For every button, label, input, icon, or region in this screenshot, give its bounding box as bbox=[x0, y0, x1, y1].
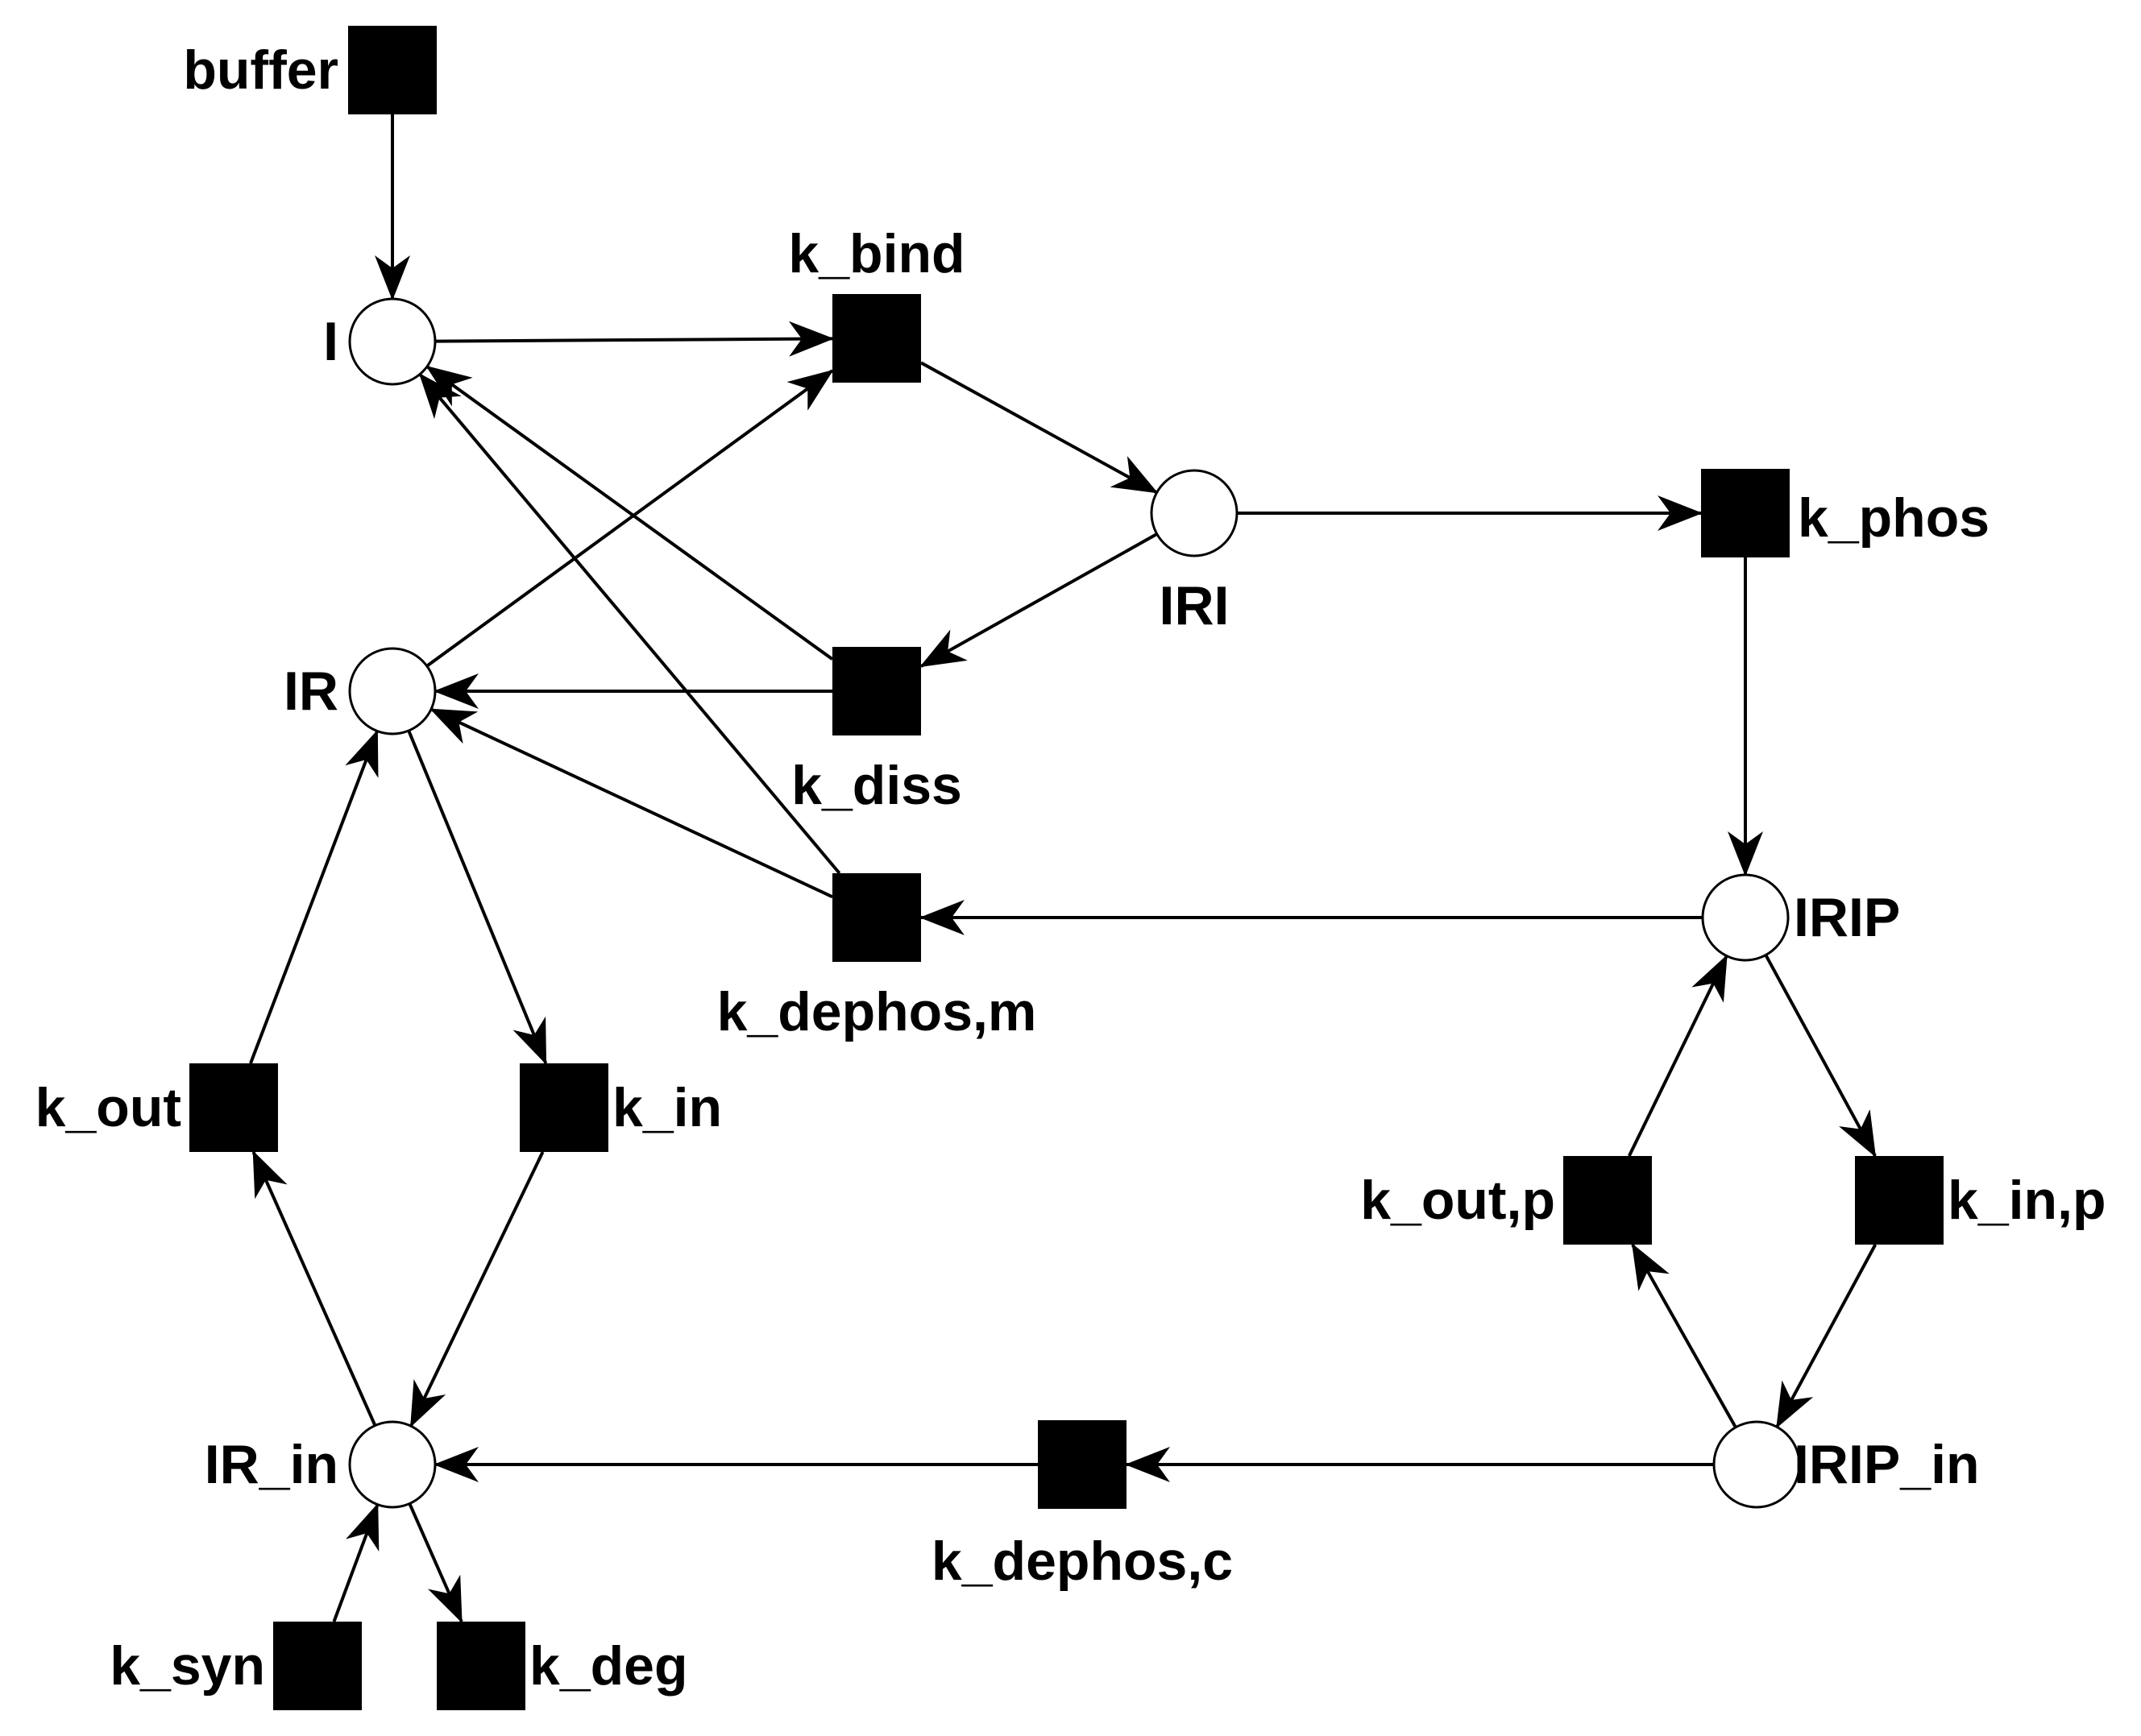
label-ir-in: IR_in bbox=[205, 1434, 338, 1495]
arc-k-diss-to-i bbox=[425, 365, 834, 661]
transition-k-syn bbox=[273, 1622, 362, 1710]
place-i bbox=[348, 297, 437, 386]
arc-ir-in-to-k-out bbox=[251, 1150, 377, 1427]
label-ir: IR bbox=[284, 661, 338, 722]
transition-k-dephos-c bbox=[1038, 1420, 1127, 1509]
arc-ir-to-k-bind bbox=[425, 369, 834, 668]
label-buffer: buffer bbox=[183, 39, 338, 101]
label-i: I bbox=[323, 311, 338, 372]
label-k-dephos-c: k_dephos,c bbox=[932, 1531, 1233, 1592]
label-k-diss: k_diss bbox=[791, 755, 962, 816]
arc-irip-in-to-k-out-p bbox=[1631, 1243, 1737, 1428]
label-k-deg: k_deg bbox=[529, 1635, 688, 1697]
place-irip bbox=[1701, 873, 1790, 962]
transition-k-deg bbox=[437, 1622, 525, 1710]
transition-k-phos bbox=[1701, 469, 1790, 557]
label-irip: IRIP bbox=[1794, 887, 1900, 948]
transition-buffer bbox=[348, 26, 437, 114]
transition-k-out-p bbox=[1563, 1156, 1652, 1245]
arcs-layer bbox=[249, 114, 1878, 1623]
place-iri bbox=[1150, 469, 1239, 557]
arc-k-bind-to-iri bbox=[920, 361, 1159, 495]
labels-layer: I IRI IR IRIP IR_in IRIP_in buffer k_bind k_phos… bbox=[35, 39, 2106, 1697]
transition-k-out bbox=[189, 1063, 278, 1152]
label-k-syn: k_syn bbox=[110, 1635, 265, 1697]
place-ir bbox=[348, 647, 437, 735]
arc-ir-in-to-k-deg bbox=[408, 1502, 463, 1623]
arc-k-syn-to-ir-in bbox=[332, 1502, 380, 1622]
transition-k-diss bbox=[832, 647, 921, 735]
label-irip-in: IRIP_in bbox=[1794, 1434, 1980, 1495]
arc-k-out-p-to-irip bbox=[1627, 954, 1728, 1157]
place-irip-in bbox=[1712, 1420, 1801, 1509]
transition-k-in bbox=[520, 1063, 608, 1152]
arc-irip-to-k-in-p bbox=[1764, 954, 1877, 1158]
arc-k-dephos-m-to-i bbox=[418, 373, 841, 875]
arc-k-dephos-m-to-ir bbox=[429, 707, 833, 899]
label-iri: IRI bbox=[1160, 575, 1230, 636]
label-k-out-p: k_out,p bbox=[1360, 1170, 1555, 1231]
transition-k-bind bbox=[832, 294, 921, 383]
label-k-phos: k_phos bbox=[1798, 487, 1990, 549]
label-k-bind: k_bind bbox=[788, 223, 965, 284]
arc-k-out-to-ir bbox=[249, 729, 379, 1064]
transition-k-dephos-m bbox=[832, 873, 921, 962]
nodes-layer bbox=[189, 26, 1944, 1710]
label-k-dephos-m: k_dephos,m bbox=[717, 981, 1037, 1042]
arc-k-in-to-ir-in bbox=[409, 1151, 545, 1428]
label-k-in-p: k_in,p bbox=[1948, 1170, 2106, 1231]
label-k-in: k_in bbox=[612, 1077, 722, 1138]
transition-k-in-p bbox=[1855, 1156, 1944, 1245]
place-ir-in bbox=[348, 1420, 437, 1509]
arc-ir-to-k-in bbox=[407, 730, 548, 1065]
label-k-out: k_out bbox=[35, 1077, 181, 1138]
arc-iri-to-k-diss bbox=[919, 532, 1158, 668]
arc-k-in-p-to-irip-in bbox=[1775, 1244, 1878, 1429]
arc-i-to-k-bind bbox=[434, 321, 834, 357]
